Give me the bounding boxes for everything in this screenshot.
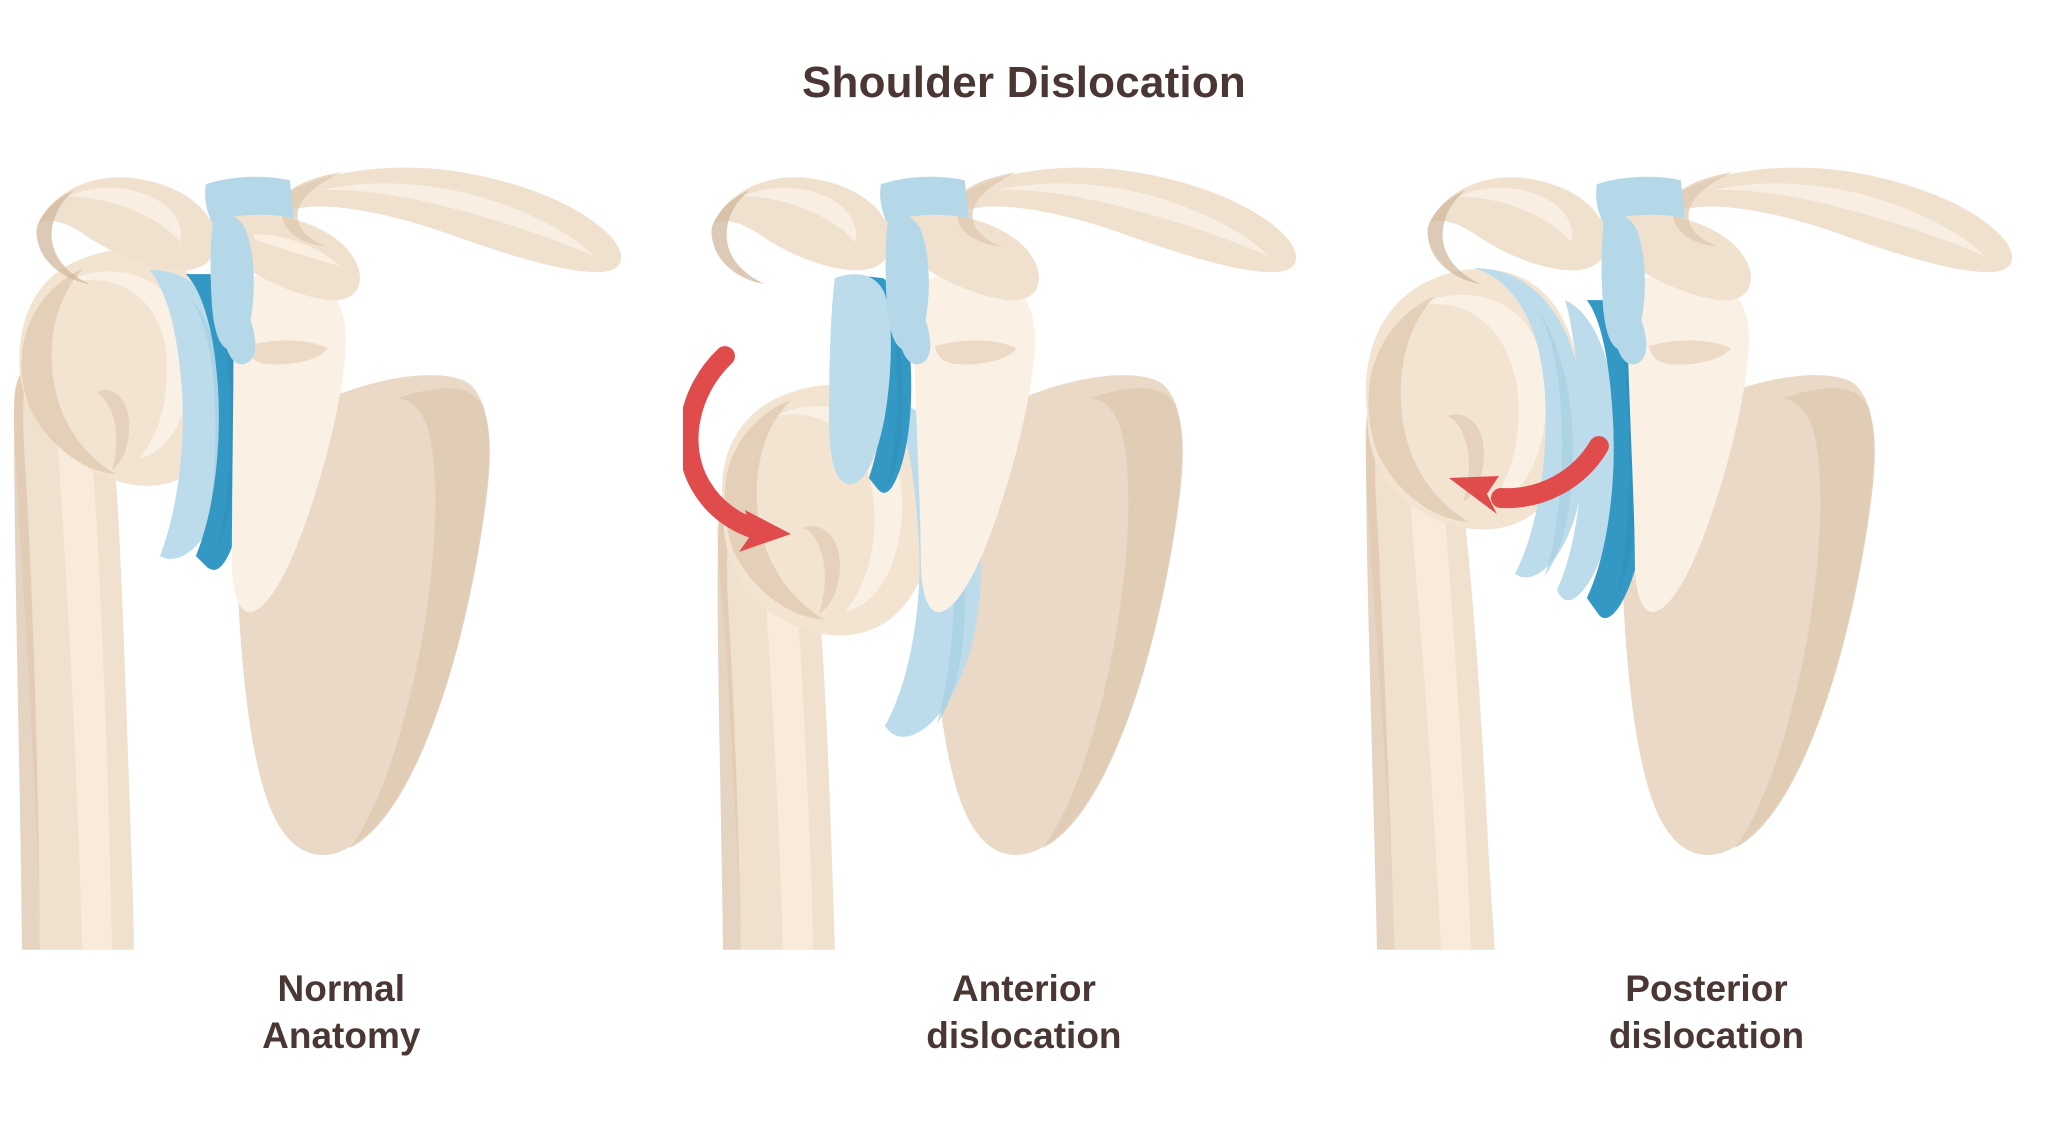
clavicle xyxy=(284,167,622,273)
articular-cartilage xyxy=(1475,268,1586,578)
clavicle-highlight xyxy=(1712,183,1985,257)
clavicle xyxy=(959,167,1296,273)
clavicle-highlight xyxy=(996,183,1269,257)
caption-line-2: dislocation xyxy=(1608,1015,1805,1057)
displaced-humeral-head-shadow xyxy=(724,400,825,620)
acromion xyxy=(712,177,891,271)
dislocation-arrow-shaft xyxy=(682,346,769,541)
acromioclavicular-ligament xyxy=(879,176,969,223)
displaced-humeral-head-highlight xyxy=(1413,294,1547,507)
coracoacromial-ligament-lower xyxy=(223,305,256,365)
acromion-shadow xyxy=(711,190,765,285)
clavicle-shadow xyxy=(281,172,342,247)
panel-posterior-dislocation[interactable] xyxy=(1365,160,2048,950)
panel-row xyxy=(0,160,2048,950)
acromion-highlight xyxy=(67,187,182,243)
caption-normal-anatomy: Normal Anatomy xyxy=(0,965,683,1105)
coracoacromial-ligament-lower xyxy=(897,305,930,365)
glenoid-fossa-rim xyxy=(245,340,328,365)
illustration-normal-anatomy xyxy=(13,167,622,950)
glenoid-labrum-highlight xyxy=(886,302,903,487)
dislocation-arrow-head xyxy=(1449,476,1500,515)
humerus-shaft-highlight xyxy=(1407,430,1472,950)
displaced-humeral-head-shadow xyxy=(1368,296,1470,523)
caption-line-2: dislocation xyxy=(926,1015,1122,1057)
caption-line-2: Anatomy xyxy=(262,1015,421,1057)
dislocation-arrow-shaft xyxy=(1491,436,1610,509)
page-title: Shoulder Dislocation xyxy=(801,58,1247,107)
acromion xyxy=(37,177,217,271)
articular-cartilage-shade xyxy=(1529,300,1574,576)
dislocation-arrow-head xyxy=(738,510,791,553)
caption-line-1: Normal xyxy=(277,968,406,1009)
coracoid-tip-highlight xyxy=(253,234,340,267)
humerus-shaft-highlight xyxy=(760,534,813,950)
dislocation-arrow xyxy=(1449,436,1610,515)
acromion-highlight xyxy=(1459,187,1573,243)
caption-row: Normal Anatomy Anterior dislocation Post… xyxy=(0,965,2048,1105)
caption-anterior-dislocation: Anterior dislocation xyxy=(683,965,1366,1105)
dislocation-arrow xyxy=(682,346,791,553)
scapula-body-shadow xyxy=(1042,388,1183,848)
coracoacromial-ligament-lower xyxy=(1614,305,1647,365)
scapula-body-shadow xyxy=(349,388,490,848)
acromion-shadow xyxy=(36,190,90,285)
humerus-shaft-shadow xyxy=(717,505,741,950)
clavicle-shadow xyxy=(1673,172,1733,247)
clavicle-shadow xyxy=(956,172,1017,247)
acromioclavicular-ligament xyxy=(205,176,294,223)
acromion-highlight xyxy=(742,187,856,243)
glenoid-fossa-rim xyxy=(934,340,1017,365)
glenoid-labrum-highlight xyxy=(213,300,239,547)
illustration-posterior-dislocation xyxy=(1365,167,2013,950)
caption-posterior-dislocation: Posterior dislocation xyxy=(1365,965,2048,1105)
bicipital-groove xyxy=(802,526,840,614)
clavicle-highlight xyxy=(321,183,594,257)
acromioclavicular-ligament xyxy=(1596,176,1685,223)
caption-line-1: Posterior xyxy=(1625,968,1788,1009)
humerus-shaft-shadow xyxy=(13,368,40,950)
panel-normal-anatomy[interactable] xyxy=(0,160,683,950)
clavicle xyxy=(1675,167,2013,273)
humeral-head-shadow xyxy=(21,268,116,475)
greater-tuberosity-groove xyxy=(95,390,130,471)
panel-anterior-dislocation[interactable] xyxy=(682,160,1366,950)
humeral-head-highlight xyxy=(61,271,190,459)
humerus-shaft-highlight xyxy=(55,394,112,950)
scapula-body-shadow xyxy=(1734,388,1875,848)
illustration-anterior-dislocation xyxy=(682,167,1296,950)
acromion xyxy=(1429,177,1608,271)
glenoid-fossa-rim xyxy=(1649,340,1731,365)
caption-line-1: Anterior xyxy=(951,968,1096,1009)
acromion-shadow xyxy=(1427,190,1482,285)
glenoid-cartilage-upper xyxy=(828,274,891,485)
humerus-shaft-shadow xyxy=(1366,401,1396,950)
